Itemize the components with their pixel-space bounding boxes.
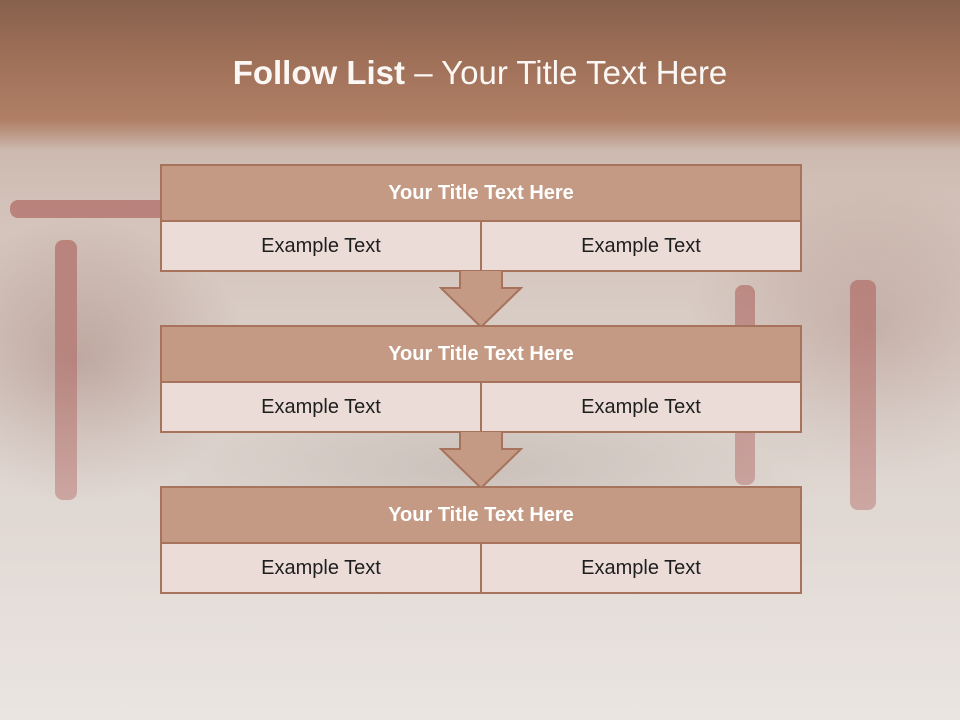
- list-block-3: Your Title Text Here Example Text Exampl…: [160, 486, 802, 594]
- block-cell-right: Example Text: [480, 544, 800, 592]
- block-cell-left: Example Text: [162, 383, 480, 431]
- down-arrow-icon: [439, 431, 523, 489]
- block-title: Your Title Text Here: [160, 486, 802, 544]
- block-row: Example Text Example Text: [160, 222, 802, 272]
- block-row: Example Text Example Text: [160, 383, 802, 433]
- title-banner: [0, 0, 960, 150]
- slide-title-bold: Follow List: [232, 54, 406, 91]
- block-cell-right: Example Text: [480, 383, 800, 431]
- list-block-2: Your Title Text Here Example Text Exampl…: [160, 325, 802, 433]
- block-cell-right: Example Text: [480, 222, 800, 270]
- block-cell-left: Example Text: [162, 544, 480, 592]
- block-row: Example Text Example Text: [160, 544, 802, 594]
- block-title: Your Title Text Here: [160, 164, 802, 222]
- slide-title: Follow List – Your Title Text Here: [0, 54, 960, 92]
- down-arrow-icon: [439, 270, 523, 328]
- list-block-1: Your Title Text Here Example Text Exampl…: [160, 164, 802, 272]
- block-cell-left: Example Text: [162, 222, 480, 270]
- block-title: Your Title Text Here: [160, 325, 802, 383]
- slide-title-rest: – Your Title Text Here: [414, 54, 728, 91]
